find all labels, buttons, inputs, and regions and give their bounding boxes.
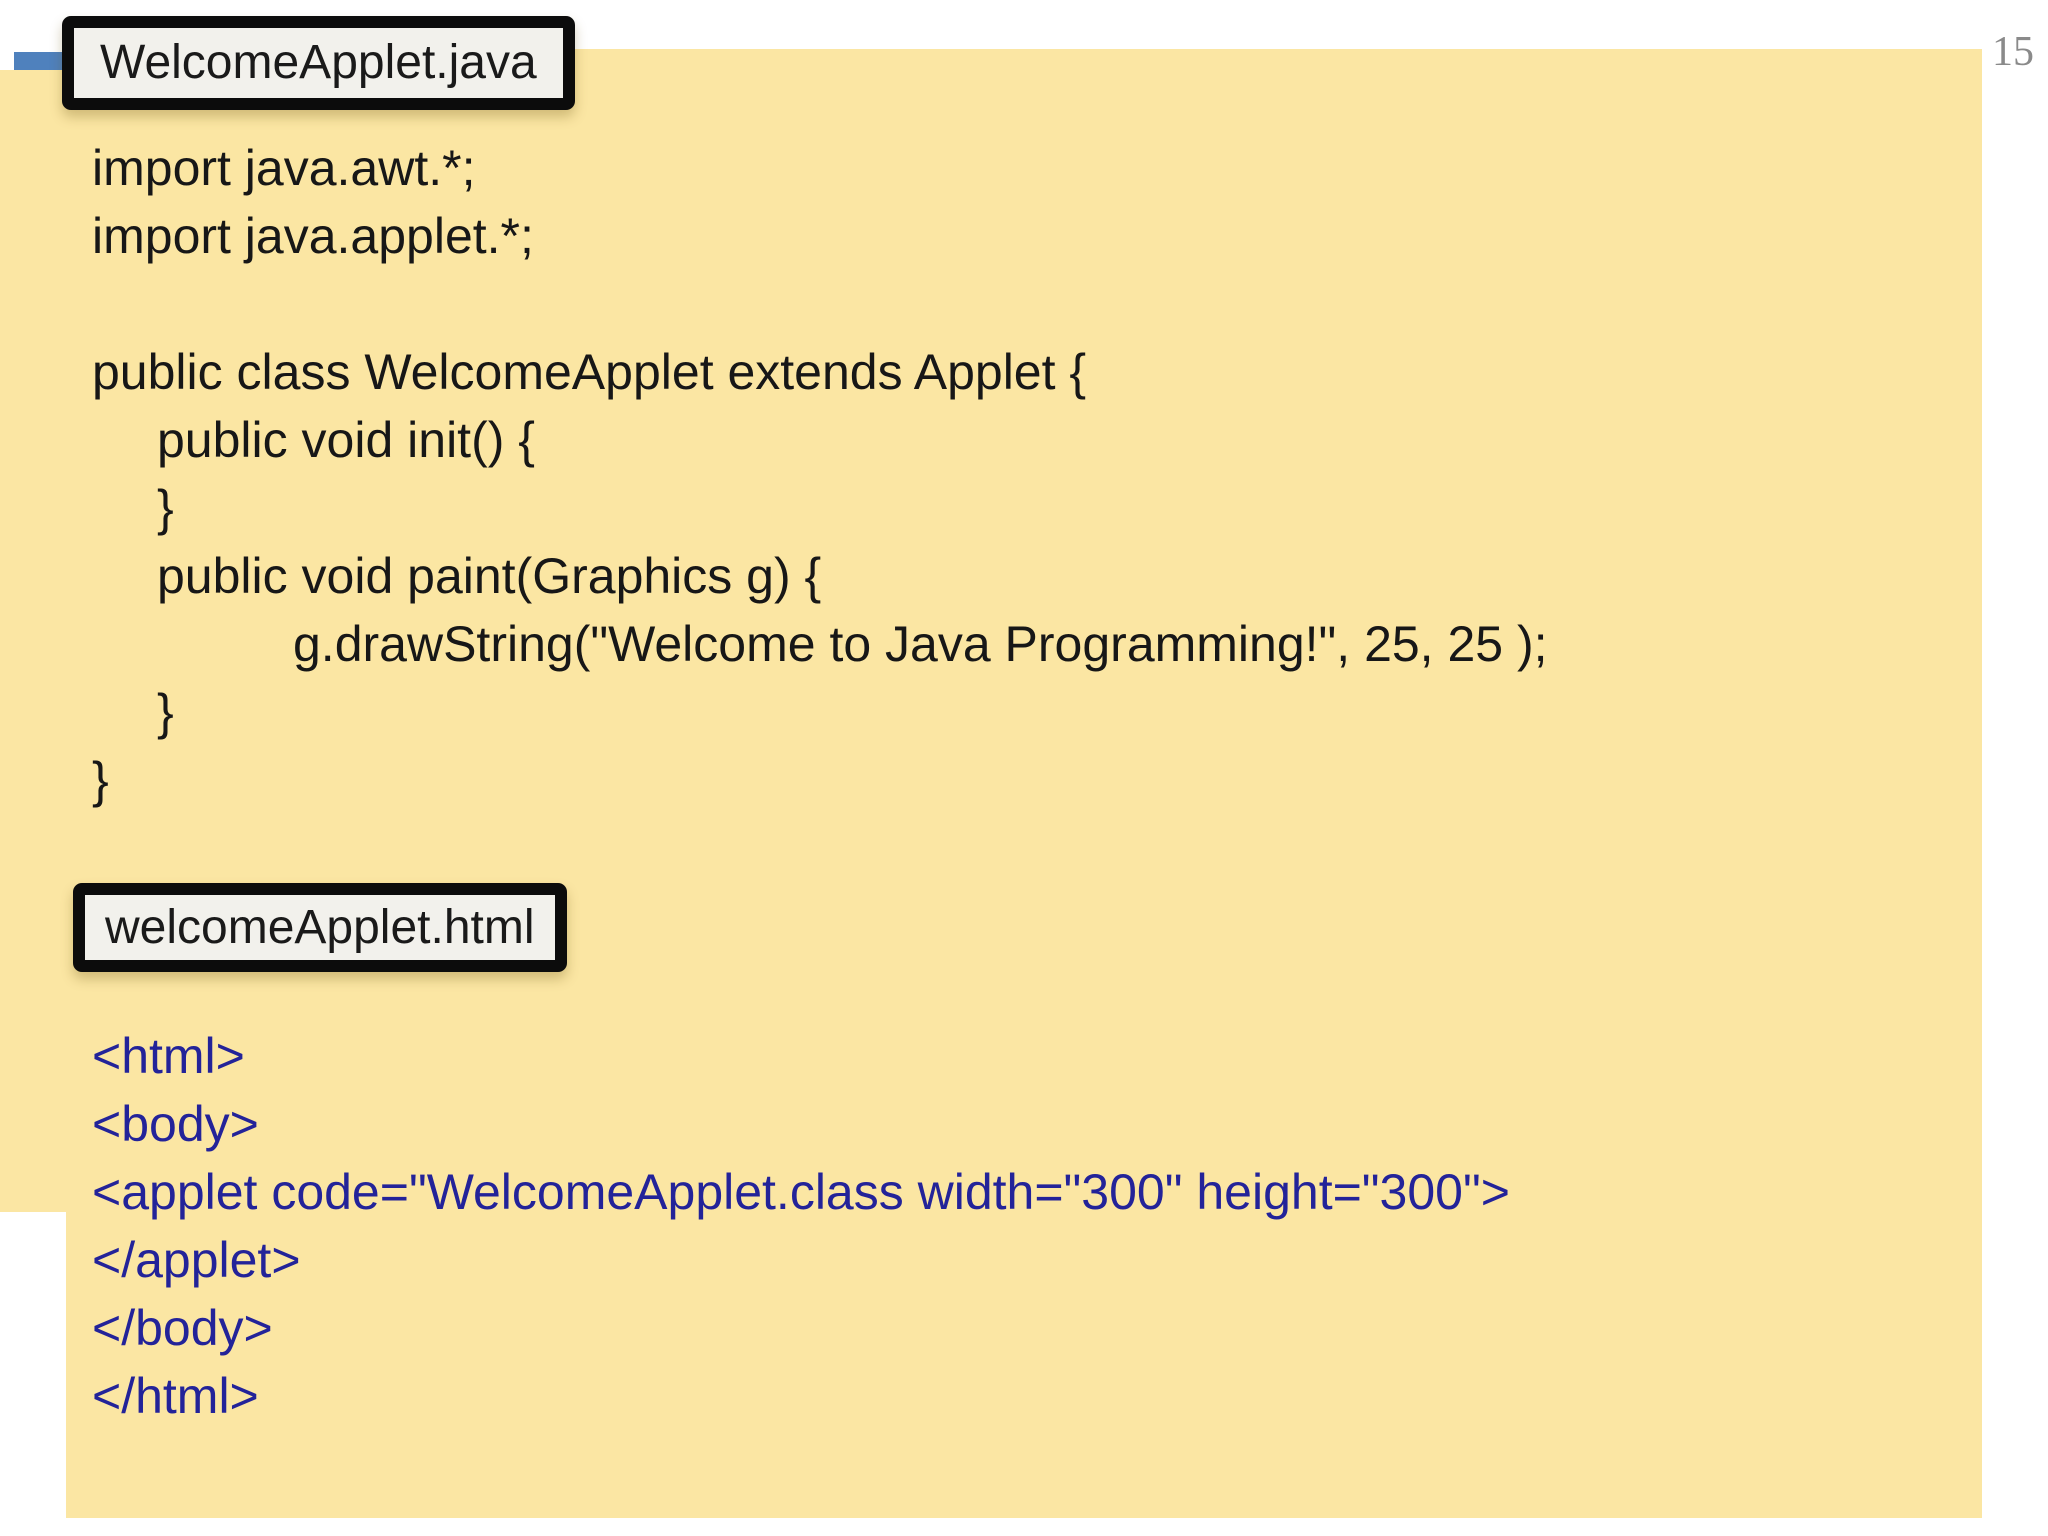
html-filename-label: welcomeApplet.html (73, 883, 567, 972)
content-panel-left-extension (0, 70, 66, 1212)
java-code-block: import java.awt.*; import java.applet.*;… (0, 134, 1548, 814)
code-line (0, 270, 1548, 338)
code-line: <applet code="WelcomeApplet.class width=… (92, 1164, 1510, 1220)
code-line: </body> (92, 1300, 273, 1356)
code-line: public class WelcomeApplet extends Apple… (92, 344, 1087, 400)
code-line: } (157, 480, 174, 536)
code-line: } (157, 684, 174, 740)
blue-accent-bar (14, 52, 66, 70)
code-line: } (92, 752, 109, 808)
code-line: </html> (92, 1368, 259, 1424)
code-line: <body> (92, 1096, 259, 1152)
code-line: public void paint(Graphics g) { (157, 548, 822, 604)
code-line: import java.awt.*; (92, 140, 476, 196)
java-filename-label: WelcomeApplet.java (62, 16, 575, 110)
content-panel (66, 49, 1982, 1518)
code-line: public void init() { (157, 412, 535, 468)
code-line: </applet> (92, 1232, 301, 1288)
page-number: 15 (1992, 29, 2034, 75)
code-line: <html> (92, 1028, 245, 1084)
code-line: g.drawString("Welcome to Java Programmin… (293, 616, 1548, 672)
code-line: import java.applet.*; (92, 208, 534, 264)
html-code-block: <html> <body> <applet code="WelcomeApple… (0, 1022, 1510, 1430)
